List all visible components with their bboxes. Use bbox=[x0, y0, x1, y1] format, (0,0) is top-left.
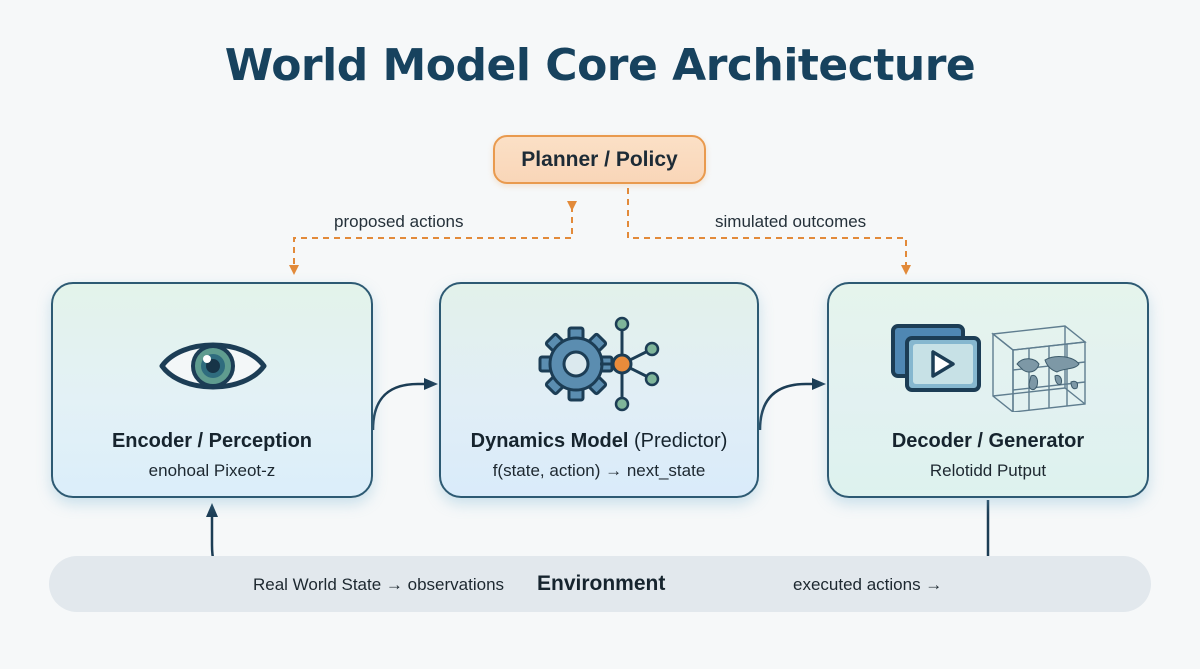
environment-bar bbox=[49, 556, 1151, 612]
proposed-actions-label: proposed actions bbox=[334, 212, 464, 231]
dynamics-title-paren: (Predictor) bbox=[628, 430, 728, 452]
encoder-to-dynamics-arrow bbox=[371, 378, 438, 431]
planner-policy-node: Planner / Policy bbox=[493, 135, 706, 184]
dynamics-node: Dynamics Model (Predictor) f(state, acti… bbox=[439, 282, 759, 498]
executed-actions-label: executed actions → bbox=[793, 575, 943, 594]
proposed-actions-connector bbox=[289, 201, 577, 275]
dynamics-to-decoder-arrow bbox=[758, 378, 826, 431]
encoder-subtitle: enohoal Pixeot-z bbox=[148, 461, 276, 480]
dynamics-subtitle: f(state, action) → next_state bbox=[492, 461, 706, 480]
page-title: World Model Core Architecture bbox=[224, 40, 976, 91]
decoder-node: Decoder / Generator Relotidd Putput bbox=[827, 282, 1149, 498]
eye-icon bbox=[159, 342, 267, 390]
simulated-outcomes-label: simulated outcomes bbox=[715, 212, 867, 231]
decoder-title: Decoder / Generator bbox=[891, 430, 1085, 452]
planner-label: Planner / Policy bbox=[521, 147, 678, 171]
dynamics-title-main: Dynamics Model bbox=[470, 430, 629, 452]
dynamics-title: Dynamics Model (Predictor) bbox=[441, 430, 757, 453]
environment-title: Environment bbox=[537, 572, 666, 595]
gear-network-icon bbox=[538, 316, 660, 412]
video-globe-icon bbox=[891, 324, 1087, 412]
encoder-title: Encoder / Perception bbox=[111, 430, 313, 452]
observations-label: Real World State → observations bbox=[253, 575, 505, 594]
encoder-node: Encoder / Perception enohoal Pixeot-z bbox=[51, 282, 373, 498]
decoder-subtitle: Relotidd Putput bbox=[929, 461, 1047, 480]
simulated-outcomes-connector bbox=[627, 188, 911, 275]
